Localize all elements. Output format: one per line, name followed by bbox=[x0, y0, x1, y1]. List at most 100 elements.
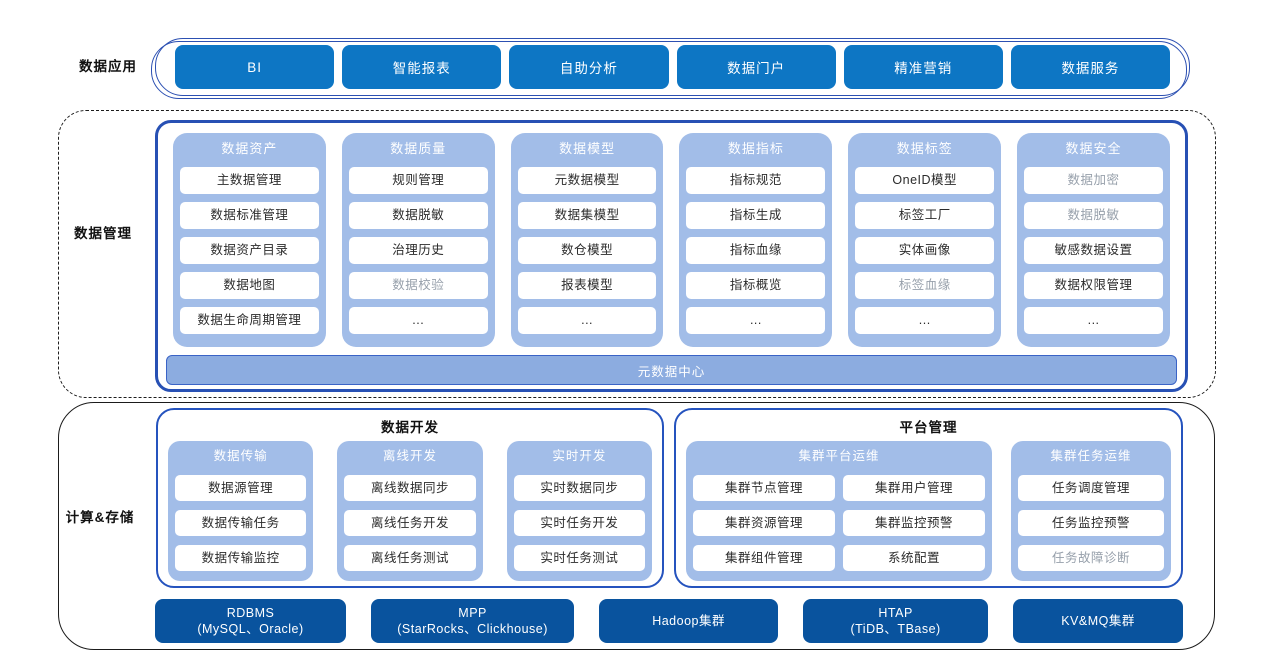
group-cluster-task-ops: 集群任务运维 任务调度管理 任务监控预警 任务故障诊断 bbox=[1011, 441, 1171, 581]
management-layer-label: 数据管理 bbox=[74, 226, 132, 241]
column-data-security: 数据安全 数据加密 数据脱敏 敏感数据设置 数据权限管理 ... bbox=[1017, 133, 1170, 347]
storage-button-line1: RDBMS bbox=[226, 605, 275, 620]
storage-button-kvmq: KV&MQ集群 bbox=[1013, 599, 1184, 643]
group-cluster-platform-ops: 集群平台运维 集群节点管理 集群用户管理 集群资源管理 集群监控预警 集群组件管… bbox=[686, 441, 992, 581]
feature-item: 指标概览 bbox=[686, 272, 826, 299]
feature-item: 指标血缘 bbox=[686, 237, 826, 264]
feature-item-ellipsis: ... bbox=[686, 307, 826, 334]
feature-item: 数据加密 bbox=[1024, 167, 1163, 194]
feature-item: 数据脱敏 bbox=[348, 202, 488, 229]
storage-button-line2: (StarRocks、Clickhouse) bbox=[397, 622, 548, 636]
app-layer-panel: BI 智能报表 自助分析 数据门户 精准营销 数据服务 bbox=[151, 38, 1190, 99]
feature-item: 系统配置 bbox=[843, 545, 985, 571]
feature-item: 指标生成 bbox=[686, 202, 826, 229]
app-button-data-service: 数据服务 bbox=[1010, 45, 1171, 89]
feature-item: 离线数据同步 bbox=[344, 475, 476, 501]
app-button-smart-report: 智能报表 bbox=[342, 45, 502, 89]
column-title: 数据模型 bbox=[559, 141, 616, 156]
feature-item: 任务监控预警 bbox=[1018, 510, 1164, 536]
group-realtime-dev: 实时开发 实时数据同步 实时任务开发 实时任务测试 bbox=[506, 441, 652, 581]
feature-item: 数据传输监控 bbox=[175, 545, 307, 571]
feature-item: 任务故障诊断 bbox=[1018, 545, 1164, 571]
feature-item: 数据传输任务 bbox=[175, 510, 307, 536]
feature-item: 数仓模型 bbox=[517, 237, 657, 264]
storage-button-line1: HTAP bbox=[878, 605, 913, 620]
feature-item: 数据生命周期管理 bbox=[180, 307, 319, 334]
feature-item: 实时数据同步 bbox=[513, 475, 645, 501]
feature-item: 数据集模型 bbox=[517, 202, 657, 229]
feature-item-ellipsis: ... bbox=[1024, 307, 1163, 334]
app-button-precision-marketing: 精准营销 bbox=[843, 45, 1003, 89]
feature-item: 实时任务开发 bbox=[513, 510, 645, 536]
group-offline-dev: 离线开发 离线数据同步 离线任务开发 离线任务测试 bbox=[337, 441, 483, 581]
feature-item: 数据标准管理 bbox=[180, 202, 319, 229]
group-title: 实时开发 bbox=[552, 449, 607, 463]
column-data-model: 数据模型 元数据模型 数据集模型 数仓模型 报表模型 ... bbox=[510, 133, 664, 347]
metadata-center-bar: 元数据中心 bbox=[166, 355, 1177, 385]
feature-item: 离线任务测试 bbox=[344, 545, 476, 571]
storage-button-line1: MPP bbox=[458, 605, 487, 620]
compute-layer-label: 计算&存储 bbox=[65, 510, 135, 525]
column-title: 数据资产 bbox=[221, 141, 278, 156]
compute-layer-border bbox=[58, 402, 1215, 650]
storage-button-htap: HTAP (TiDB、TBase) bbox=[803, 599, 989, 643]
column-data-quality: 数据质量 规则管理 数据脱敏 治理历史 数据校验 ... bbox=[341, 133, 495, 347]
platform-management-title: 平台管理 bbox=[899, 420, 958, 435]
feature-item: 数据地图 bbox=[180, 272, 319, 299]
app-button-bi: BI bbox=[175, 45, 335, 89]
storage-button-line2: (TiDB、TBase) bbox=[850, 622, 941, 636]
column-data-metric: 数据指标 指标规范 指标生成 指标血缘 指标概览 ... bbox=[679, 133, 833, 347]
storage-button-rdbms: RDBMS (MySQL、Oracle) bbox=[155, 599, 347, 643]
feature-item: 数据权限管理 bbox=[1024, 272, 1163, 299]
storage-button-line1: Hadoop集群 bbox=[652, 613, 725, 628]
column-title: 数据标签 bbox=[896, 141, 953, 156]
feature-item: 集群节点管理 bbox=[693, 475, 835, 501]
feature-item: OneID模型 bbox=[855, 167, 995, 194]
group-title: 集群任务运维 bbox=[1050, 449, 1132, 463]
feature-item: 指标规范 bbox=[686, 167, 826, 194]
storage-button-mpp: MPP (StarRocks、Clickhouse) bbox=[371, 599, 575, 643]
column-data-tag: 数据标签 OneID模型 标签工厂 实体画像 标签血缘 ... bbox=[848, 133, 1002, 347]
feature-item: 报表模型 bbox=[517, 272, 657, 299]
feature-item: 数据校验 bbox=[348, 272, 488, 299]
feature-item: 规则管理 bbox=[348, 167, 488, 194]
management-layer-panel: 数据资产 主数据管理 数据标准管理 数据资产目录 数据地图 数据生命周期管理 数… bbox=[155, 120, 1188, 392]
feature-item-ellipsis: ... bbox=[855, 307, 995, 334]
group-title: 集群平台运维 bbox=[798, 449, 880, 463]
group-title: 数据传输 bbox=[213, 449, 268, 463]
data-development-title: 数据开发 bbox=[381, 420, 439, 435]
feature-item: 实时任务测试 bbox=[513, 545, 645, 571]
column-title: 数据质量 bbox=[390, 141, 447, 156]
app-layer-label: 数据应用 bbox=[79, 59, 137, 74]
feature-item: 数据脱敏 bbox=[1024, 202, 1163, 229]
feature-item: 数据资产目录 bbox=[180, 237, 319, 264]
feature-item: 离线任务开发 bbox=[344, 510, 476, 536]
app-button-data-portal: 数据门户 bbox=[676, 45, 836, 89]
feature-item-ellipsis: ... bbox=[517, 307, 657, 334]
feature-item: 敏感数据设置 bbox=[1024, 237, 1163, 264]
column-data-asset: 数据资产 主数据管理 数据标准管理 数据资产目录 数据地图 数据生命周期管理 bbox=[173, 133, 326, 347]
group-data-transfer: 数据传输 数据源管理 数据传输任务 数据传输监控 bbox=[168, 441, 314, 581]
feature-item: 主数据管理 bbox=[180, 167, 319, 194]
feature-item: 元数据模型 bbox=[517, 167, 657, 194]
storage-button-hadoop: Hadoop集群 bbox=[599, 599, 779, 643]
group-title: 离线开发 bbox=[382, 449, 437, 463]
management-layer-dashed-border bbox=[58, 110, 1216, 398]
feature-item: 集群监控预警 bbox=[843, 510, 985, 536]
platform-management-box: 平台管理 集群平台运维 集群节点管理 集群用户管理 集群资源管理 集群监控预警 … bbox=[674, 408, 1183, 588]
feature-item-ellipsis: ... bbox=[348, 307, 488, 334]
storage-button-line2: (MySQL、Oracle) bbox=[197, 622, 304, 636]
feature-item: 集群组件管理 bbox=[693, 545, 835, 571]
storage-engine-row: RDBMS (MySQL、Oracle) MPP (StarRocks、Clic… bbox=[155, 599, 1184, 643]
column-title: 数据安全 bbox=[1065, 141, 1122, 156]
feature-item: 任务调度管理 bbox=[1018, 475, 1164, 501]
column-title: 数据指标 bbox=[727, 141, 784, 156]
feature-item: 数据源管理 bbox=[175, 475, 307, 501]
storage-button-line1: KV&MQ集群 bbox=[1061, 613, 1135, 628]
feature-item: 标签工厂 bbox=[855, 202, 995, 229]
app-button-self-analysis: 自助分析 bbox=[509, 45, 669, 89]
management-columns: 数据资产 主数据管理 数据标准管理 数据资产目录 数据地图 数据生命周期管理 数… bbox=[173, 133, 1170, 347]
feature-item: 集群用户管理 bbox=[843, 475, 985, 501]
feature-item: 标签血缘 bbox=[855, 272, 995, 299]
